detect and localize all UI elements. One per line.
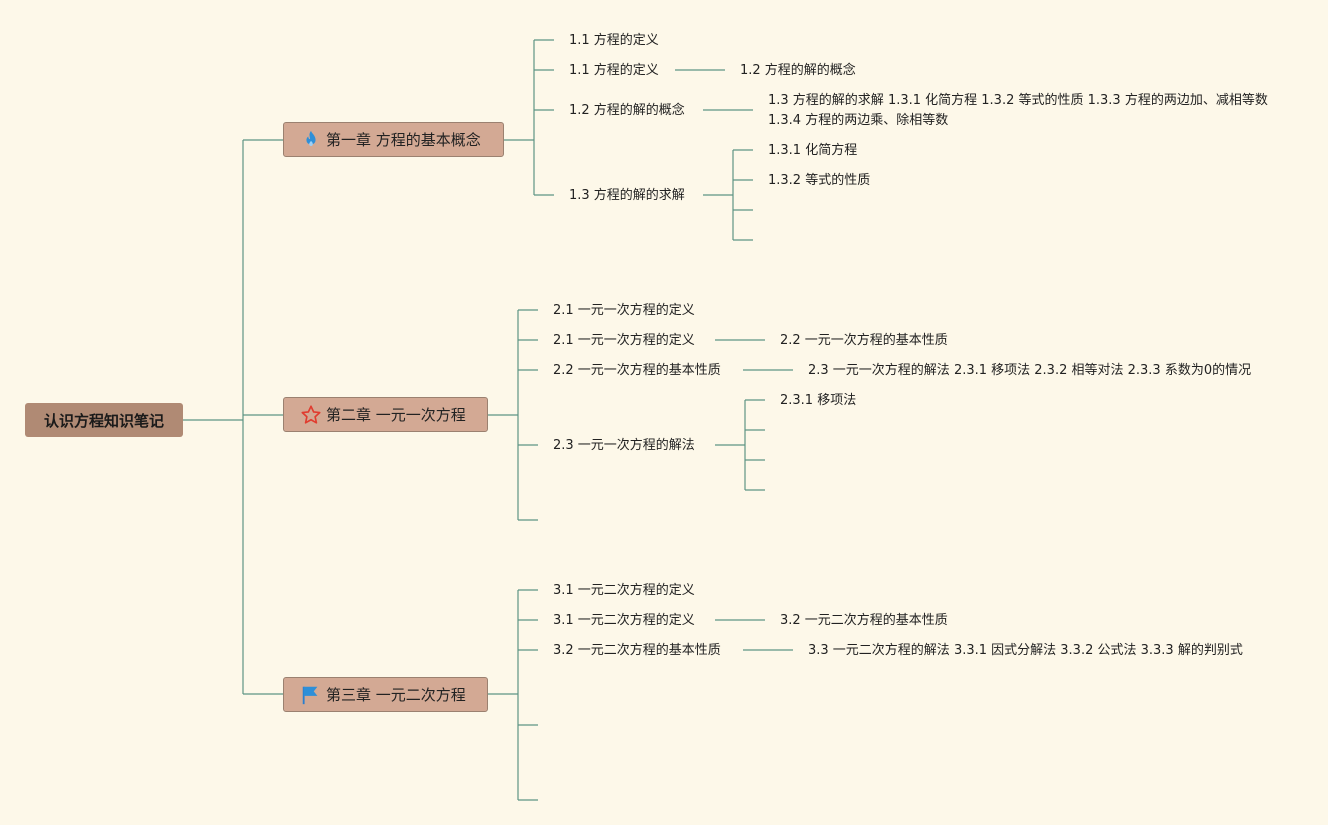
- chapter-1-label: 第一章 方程的基本概念: [326, 131, 481, 149]
- flag-icon: [300, 684, 322, 706]
- ch1-sub-item-3a[interactable]: 1.3.1 化简方程: [768, 143, 858, 158]
- ch3-item-3[interactable]: 3.2 一元二次方程的基本性质: [553, 643, 721, 658]
- ch1-sub-item-2[interactable]: 1.3 方程的解的求解 1.3.1 化简方程 1.3.2 等式的性质 1.3.3…: [768, 93, 1268, 128]
- ch1-sub-item-3b[interactable]: 1.3.2 等式的性质: [768, 173, 871, 188]
- star-icon: [300, 404, 322, 426]
- ch2-sub-item-3a[interactable]: 2.3.1 移项法: [780, 393, 857, 408]
- ch2-item-1[interactable]: 2.1 一元一次方程的定义: [553, 303, 695, 318]
- chapter-3-node[interactable]: 第三章 一元二次方程: [283, 677, 488, 712]
- ch3-sub-item-2[interactable]: 3.3 一元二次方程的解法 3.3.1 因式分解法 3.3.2 公式法 3.3.…: [808, 643, 1243, 658]
- root-node[interactable]: 认识方程知识笔记: [25, 403, 183, 437]
- ch2-item-2[interactable]: 2.1 一元一次方程的定义: [553, 333, 695, 348]
- ch3-sub-item-1[interactable]: 3.2 一元二次方程的基本性质: [780, 613, 948, 628]
- ch3-item-2[interactable]: 3.1 一元二次方程的定义: [553, 613, 695, 628]
- ch1-item-1[interactable]: 1.1 方程的定义: [569, 33, 659, 48]
- root-label: 认识方程知识笔记: [43, 411, 164, 430]
- ch3-item-1[interactable]: 3.1 一元二次方程的定义: [553, 583, 695, 598]
- ch2-item-3[interactable]: 2.2 一元一次方程的基本性质: [553, 363, 721, 378]
- ch2-item-4[interactable]: 2.3 一元一次方程的解法: [553, 438, 695, 453]
- ch1-sub-item-1[interactable]: 1.2 方程的解的概念: [740, 63, 856, 78]
- chapter-3-label: 第三章 一元二次方程: [326, 686, 466, 704]
- chapter-1-node[interactable]: 第一章 方程的基本概念: [283, 122, 504, 157]
- chapter-2-node[interactable]: 第二章 一元一次方程: [283, 397, 488, 432]
- ch1-item-3[interactable]: 1.2 方程的解的概念: [569, 103, 685, 118]
- ch1-item-4[interactable]: 1.3 方程的解的求解: [569, 188, 685, 203]
- ch2-sub-item-2[interactable]: 2.3 一元一次方程的解法 2.3.1 移项法 2.3.2 相等对法 2.3.3…: [808, 363, 1252, 378]
- ch2-sub-item-1[interactable]: 2.2 一元一次方程的基本性质: [780, 333, 948, 348]
- ch1-item-2[interactable]: 1.1 方程的定义: [569, 63, 659, 78]
- fire-icon: [300, 129, 322, 151]
- chapter-2-label: 第二章 一元一次方程: [326, 406, 466, 424]
